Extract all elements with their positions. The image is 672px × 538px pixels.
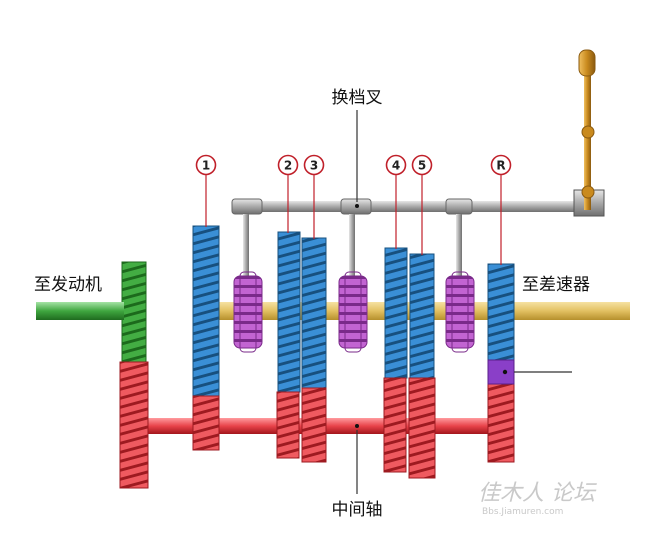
main-gear-5 (409, 253, 435, 379)
input-shaft (36, 302, 136, 320)
main-gear-reverse (487, 263, 515, 361)
counter-gear-3 (301, 387, 327, 463)
main-gear-3 (301, 237, 327, 389)
to-differential-label: 至差速器 (522, 275, 590, 295)
synchronizer-3-4 (338, 271, 368, 353)
counter-gear-4 (383, 377, 407, 473)
gear-number-1-label: 1 (202, 159, 210, 173)
gear-number-4: 4 (385, 154, 407, 249)
gear-number-5: 5 (411, 154, 433, 255)
gear-number-r: R (490, 154, 512, 265)
shift-fork-label: 换档叉 (332, 88, 383, 108)
counter-gear-5 (408, 377, 436, 479)
shift-rail (234, 201, 578, 212)
countershaft-label: 中间轴 (332, 500, 383, 520)
main-gear-2 (277, 231, 301, 393)
gear-number-2: 2 (277, 154, 299, 233)
fork-rod-5-r (456, 214, 462, 276)
counter-gear-reverse (487, 383, 515, 463)
main-gear-1 (192, 225, 220, 397)
synchronizer-5-r (445, 271, 475, 353)
shift-lever (573, 49, 605, 217)
gear-number-2-label: 2 (284, 159, 292, 173)
gear-number-3: 3 (303, 154, 325, 239)
watermark-sub: Bbs.Jiamuren.com (482, 507, 563, 517)
watermark-text: 佳木人 论坛 (478, 481, 597, 506)
main-gear-4 (384, 247, 408, 379)
gear-number-4-label: 4 (392, 159, 400, 173)
counter-gear-2 (276, 391, 300, 459)
synchronizer-1-2 (233, 271, 263, 353)
gear-number-3-label: 3 (310, 159, 318, 173)
gear-number-5-label: 5 (418, 159, 426, 173)
reverse-idler (487, 359, 572, 385)
fork-rod-3-4 (349, 214, 355, 276)
gear-number-1: 1 (195, 154, 217, 227)
counter-gear-1 (192, 395, 220, 451)
fork-rod-1-2 (243, 214, 249, 276)
input-gear (118, 261, 147, 363)
counter-drive-gear (119, 361, 149, 489)
to-engine-label: 至发动机 (34, 275, 102, 295)
gear-number-r-label: R (496, 159, 505, 173)
